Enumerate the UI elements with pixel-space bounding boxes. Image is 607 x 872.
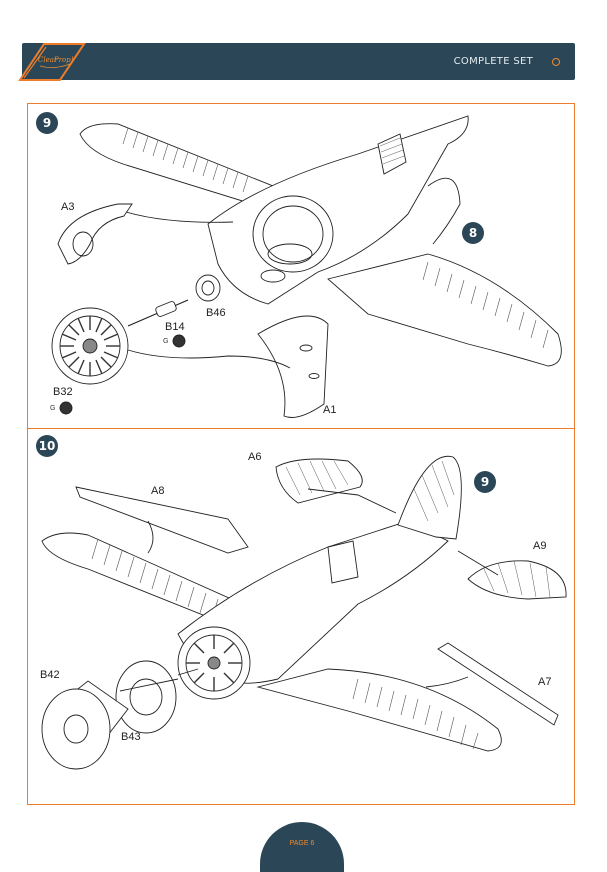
step-10-drawing: [41, 455, 567, 770]
step-10-panel: 10 9: [27, 428, 575, 805]
reference-step-badge: 9: [474, 471, 496, 493]
part-label-b42: B42: [40, 669, 60, 681]
header-title: COMPLETE SET: [453, 56, 533, 67]
logo-text-2: Prop!: [53, 56, 74, 64]
part-label-a8: A8: [151, 485, 165, 497]
part-label-a6: A6: [248, 451, 262, 463]
page-number: PAGE 6: [289, 840, 315, 847]
part-label-b14: B14: [165, 321, 185, 333]
part-label-a9: A9: [533, 540, 547, 552]
part-label-b43: B43: [121, 731, 141, 743]
clear-prop-logo: Clear Prop!: [18, 43, 86, 81]
part-label-a7: A7: [538, 676, 552, 688]
part-label-a1: A1: [323, 404, 337, 416]
step-9-panel: 9 8: [27, 103, 575, 429]
logo-text: Clear: [38, 56, 58, 64]
page-tab: PAGE 6: [260, 822, 344, 872]
step-number-badge: 10: [36, 435, 58, 457]
reference-step-badge: 8: [462, 222, 484, 244]
header-dot-icon: [552, 58, 560, 66]
part-label-a3: A3: [61, 201, 75, 213]
header-bar: COMPLETE SET: [22, 43, 575, 80]
step-number-badge: 9: [36, 112, 58, 134]
glue-mark: G: [50, 405, 56, 412]
glue-mark: G: [163, 338, 169, 345]
part-label-b32: B32: [53, 386, 73, 398]
step-9-drawing: [51, 115, 562, 418]
part-label-b46: B46: [206, 307, 226, 319]
